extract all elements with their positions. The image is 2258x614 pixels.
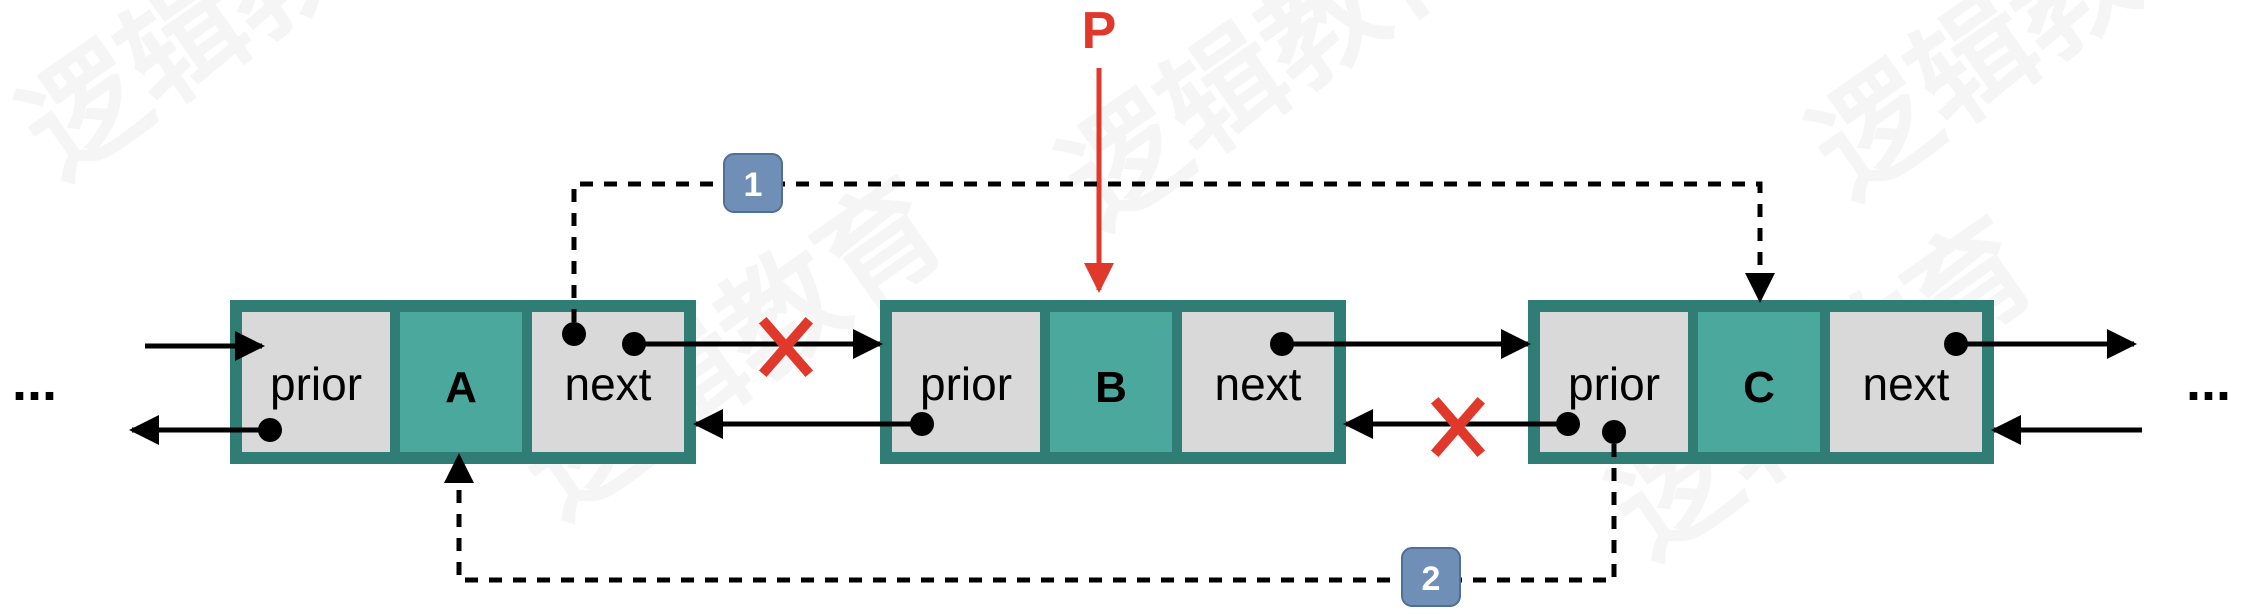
node-c: prior C next — [1528, 300, 1994, 464]
step2-dashed-arrow — [444, 444, 1617, 583]
node-a: prior A next — [230, 300, 696, 464]
next-label: next — [565, 358, 652, 410]
a-next-dot — [622, 332, 646, 356]
data-field — [400, 312, 522, 452]
prior-label: prior — [270, 358, 362, 410]
next-label: next — [1863, 358, 1950, 410]
c-prior-dot-lower — [1602, 420, 1626, 444]
b-next-dot — [1270, 332, 1294, 356]
data-field — [1050, 312, 1172, 452]
step2-label: 2 — [1422, 560, 1441, 598]
next-label: next — [1215, 358, 1302, 410]
step1-badge: 1 — [723, 153, 783, 213]
step1-label: 1 — [744, 166, 763, 204]
pointer-label: P — [1082, 2, 1117, 60]
ellipsis-right: ... — [2186, 352, 2231, 412]
c-prior-dot — [1556, 412, 1580, 436]
next-field — [1182, 312, 1334, 452]
a-next-dot-upper — [562, 322, 586, 346]
step2-badge: 2 — [1401, 547, 1461, 607]
next-field — [532, 312, 684, 452]
data-field — [1698, 312, 1820, 452]
ellipsis-left: ... — [12, 352, 57, 412]
data-label: A — [445, 363, 477, 412]
watermark-text: 逻辑教育 — [0, 0, 470, 204]
data-label: C — [1743, 363, 1775, 412]
c-next-dot — [1944, 332, 1968, 356]
prior-label: prior — [1568, 358, 1660, 410]
watermark-text: 逻辑教育 — [1787, 0, 2258, 224]
a-prior-dot — [258, 418, 282, 442]
watermark: 逻辑教育 逻辑教育 逻辑教育 逻辑教育 逻辑教育 — [0, 0, 2258, 584]
cross-mark — [1430, 396, 1486, 458]
data-label: B — [1095, 363, 1127, 412]
b-prior-dot — [910, 412, 934, 436]
step1-dashed-arrow — [571, 181, 1775, 322]
cross-mark — [758, 316, 814, 378]
prior-label: prior — [920, 358, 1012, 410]
node-b: prior B next — [880, 300, 1346, 464]
